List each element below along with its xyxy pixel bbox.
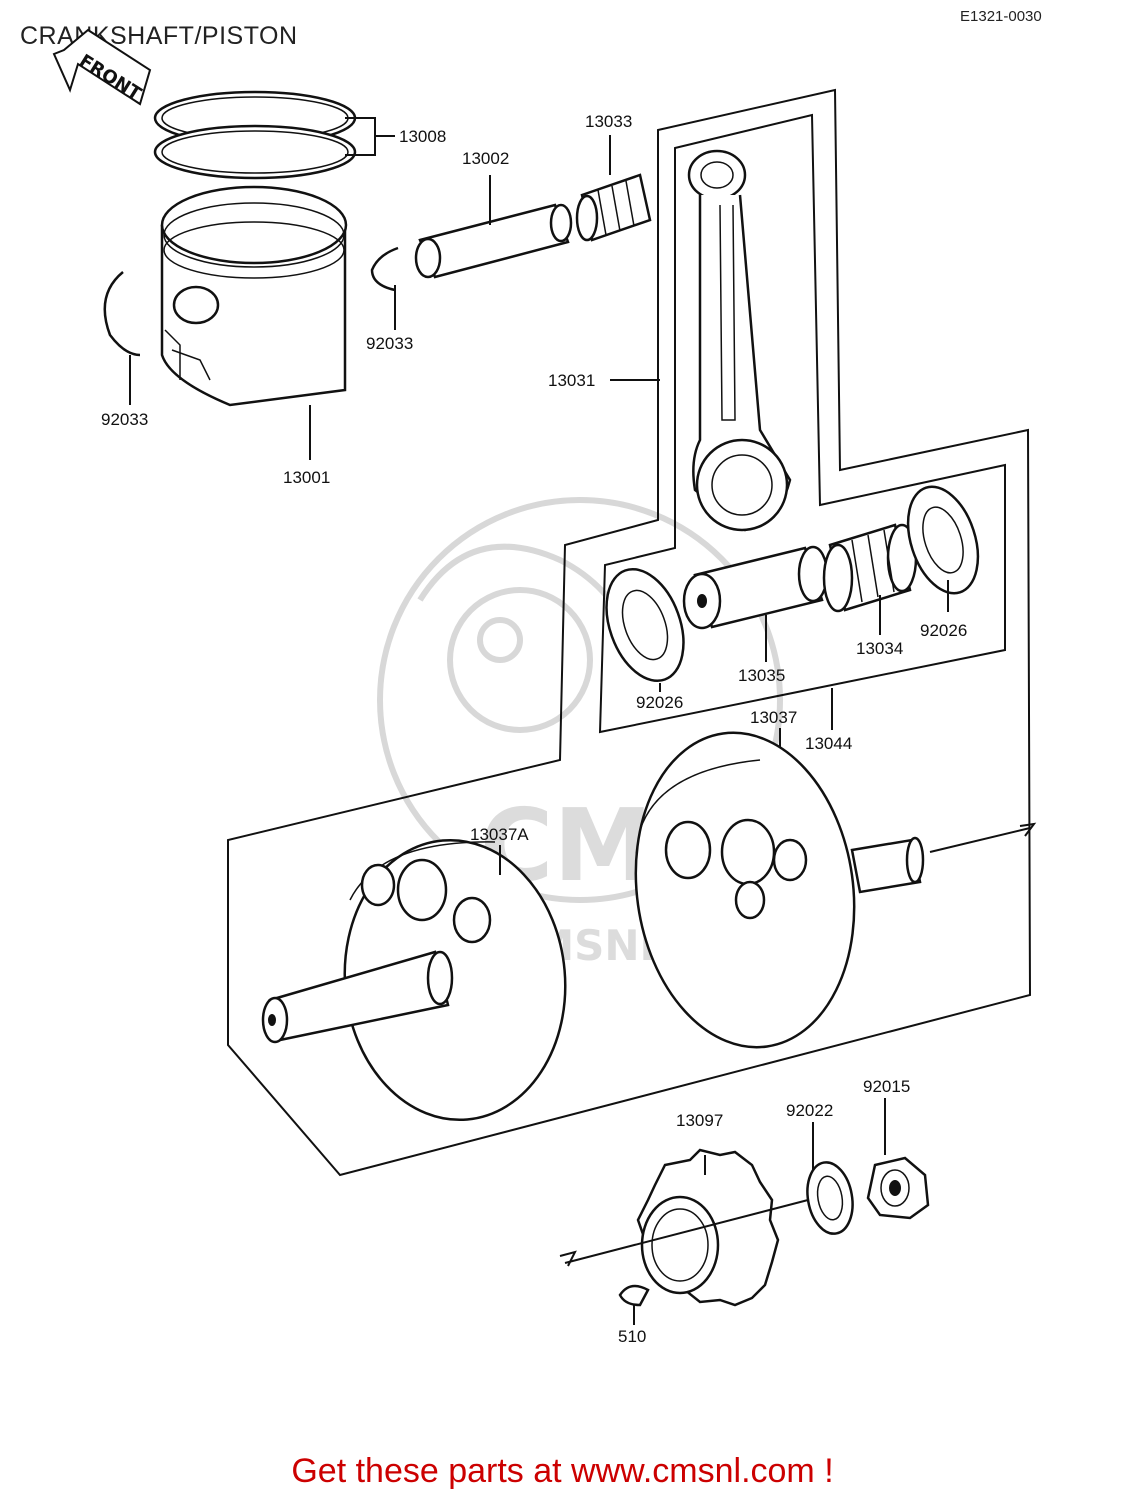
part-label-13033: 13033 <box>585 112 632 131</box>
part-label-13035: 13035 <box>738 666 785 685</box>
page-title: CRANKSHAFT/PISTON <box>20 22 298 50</box>
thrust-washer-right <box>906 485 980 595</box>
crankshaft-right-half <box>634 731 925 1049</box>
part-label-92026-left: 92026 <box>636 693 683 712</box>
crankshaft-nut <box>866 1156 930 1220</box>
crankshaft-assembly-outline <box>227 88 1032 1177</box>
woodruff-key <box>618 1284 650 1307</box>
part-label-13008: 13008 <box>399 127 446 146</box>
part-label-92033-left: 92033 <box>101 410 148 429</box>
piston-pin <box>414 203 573 279</box>
part-label-13037A: 13037A <box>470 825 529 844</box>
part-label-13031: 13031 <box>548 371 595 390</box>
part-label-13037: 13037 <box>750 708 797 727</box>
part-label-92022: 92022 <box>786 1101 833 1120</box>
part-label-92026-right: 92026 <box>920 621 967 640</box>
crankshaft-left-half <box>261 838 567 1122</box>
piston-rings <box>153 90 357 180</box>
big-end-bearing <box>822 523 918 613</box>
front-arrow-icon: FRONT <box>52 28 152 106</box>
diagram-code: E1321-0030 <box>960 8 1042 25</box>
connecting-rod-kit-outline <box>598 113 1006 734</box>
circlip-right <box>370 246 399 292</box>
crank-pin <box>682 545 829 630</box>
connecting-rod <box>687 149 792 532</box>
part-label-13002: 13002 <box>462 149 509 168</box>
part-label-510: 510 <box>618 1327 646 1346</box>
thrust-washer-left <box>605 567 685 683</box>
part-label-92015: 92015 <box>863 1077 910 1096</box>
part-label-13097: 13097 <box>676 1111 723 1130</box>
part-label-13034: 13034 <box>856 639 903 658</box>
crankshaft-gear <box>636 1148 780 1307</box>
part-label-92033-right: 92033 <box>366 334 413 353</box>
lock-washer <box>806 1161 854 1235</box>
circlip-left <box>103 271 141 357</box>
piston <box>160 185 348 407</box>
footer-link-text[interactable]: Get these parts at www.cmsnl.com ! <box>291 1452 834 1490</box>
part-label-13001: 13001 <box>283 468 330 487</box>
small-end-bearing <box>575 173 652 242</box>
part-label-13044: 13044 <box>805 734 852 753</box>
